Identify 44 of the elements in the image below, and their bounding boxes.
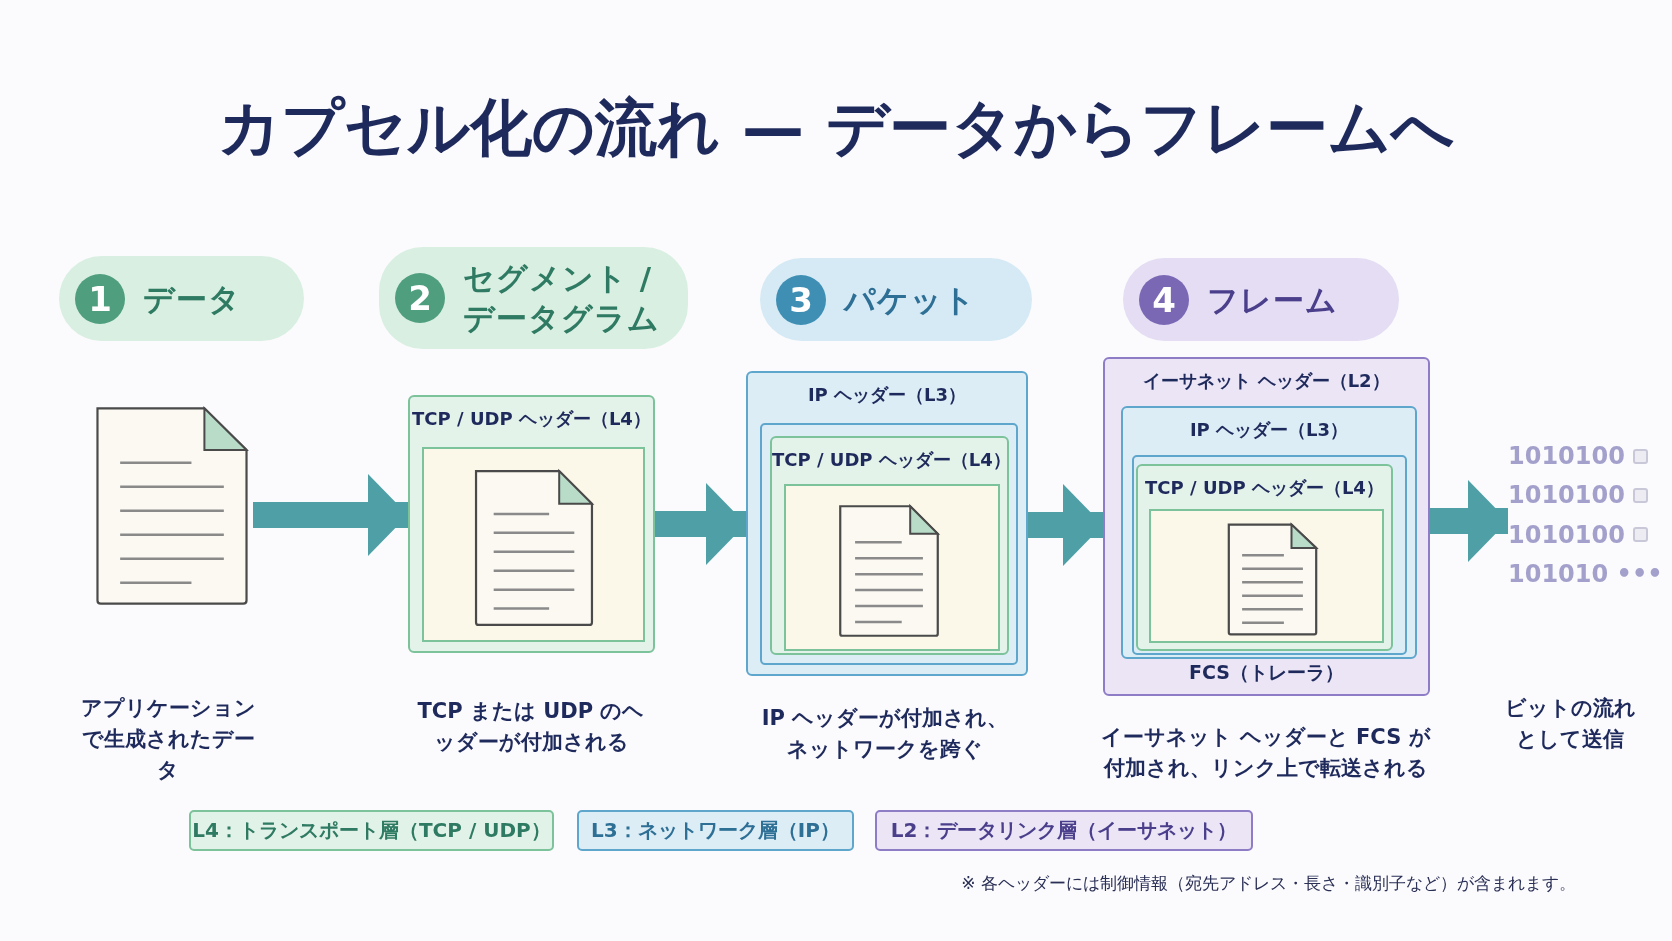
caption: IP ヘッダーが付加され、ネットワークを跨ぐ: [760, 705, 1010, 763]
data-area: [1149, 509, 1384, 643]
bit-string: 1010100: [1508, 442, 1625, 470]
header-label: IP ヘッダー（L3）: [806, 383, 968, 407]
arrow: [1028, 484, 1103, 566]
header-label: イーサネット ヘッダー（L2）: [1142, 369, 1391, 393]
step-label: フレーム: [1207, 280, 1338, 320]
header-label: TCP / UDP ヘッダー（L4）: [411, 407, 652, 431]
legend-item: L3：ネットワーク層（IP）: [577, 810, 854, 851]
step-number: 1: [75, 273, 125, 324]
data-area: [422, 447, 645, 642]
header-label: IP ヘッダー（L3）: [1188, 418, 1350, 442]
arrow: [253, 474, 408, 556]
step-number: 4: [1139, 274, 1189, 325]
caption: アプリケーションで生成されたデータ: [79, 695, 257, 784]
document-icon: [1225, 521, 1320, 638]
document-icon: [836, 502, 942, 640]
bit-string: 101010 •••: [1508, 560, 1663, 588]
step-number: 2: [395, 273, 445, 323]
layer-box: [770, 436, 1009, 655]
step-label: パケット: [844, 280, 976, 320]
legend-item: L2：データリンク層（イーサネット）: [875, 810, 1253, 851]
bit-string: 1010100: [1508, 520, 1625, 549]
step-number: 3: [776, 274, 826, 325]
step-label: セグメント / データグラム: [463, 259, 661, 338]
layer-box: [1121, 406, 1417, 659]
trailer-label: FCS（トレーラ）: [1188, 660, 1345, 685]
title: カプセル化の流れ — データからフレームへ: [217, 90, 1455, 166]
step-label: データ: [143, 279, 241, 319]
layer-box: [1136, 464, 1393, 651]
arrow: [655, 483, 746, 565]
caption: TCP または UDP のヘッダーが付加される: [416, 698, 646, 756]
arrow: [1430, 480, 1508, 562]
caption: イーサネット ヘッダーと FCS が付加され、リンク上で転送される: [1100, 724, 1432, 782]
caption: ビットの流れとして送信: [1504, 695, 1636, 753]
layer-box: [408, 395, 655, 653]
bit-string: 1010100: [1508, 481, 1625, 510]
layer-box: [1103, 357, 1430, 696]
footnote: ※ 各ヘッダーには制御情報（宛先アドレス・長さ・識別子など）が含まれます。: [961, 872, 1576, 895]
header-label: TCP / UDP ヘッダー（L4）: [1144, 476, 1385, 500]
header-label: TCP / UDP ヘッダー（L4）: [772, 448, 1007, 472]
legend-item: L4：トランスポート層（TCP / UDP）: [189, 810, 554, 851]
data-area: [784, 484, 1000, 651]
layer-box: [746, 371, 1028, 676]
